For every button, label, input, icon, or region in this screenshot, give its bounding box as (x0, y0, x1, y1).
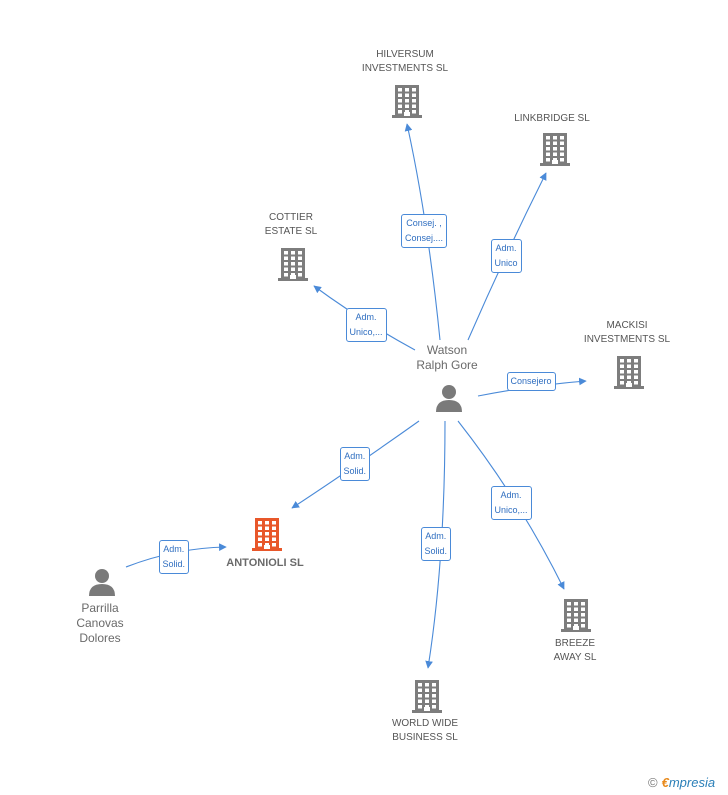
edge-label-watson-to-breeze[interactable]: Adm. Unico,... (490, 486, 532, 520)
node-label-cottier[interactable]: COTTIER ESTATE SL (264, 212, 318, 237)
node-antonioli[interactable] (250, 516, 284, 557)
building-icon (614, 356, 644, 389)
node-label-linkbridge[interactable]: LINKBRIDGE SL (514, 113, 590, 124)
node-parrilla[interactable] (87, 567, 117, 602)
node-label-antonioli[interactable]: ANTONIOLI SL (226, 557, 304, 569)
node-label-watson[interactable]: Watson Ralph Gore (416, 343, 478, 372)
node-cottier[interactable] (276, 246, 310, 287)
node-label-hilversum[interactable]: HILVERSUM INVESTMENTS SL (361, 49, 449, 74)
node-mackisi[interactable] (612, 354, 646, 395)
edge-label-watson-to-mackisi[interactable]: Consejero (506, 371, 556, 391)
building-icon (412, 680, 442, 713)
edge-label-watson-to-cottier[interactable]: Adm. Unico,... (345, 308, 387, 342)
edge-label-watson-to-antonioli[interactable]: Adm. Solid. (339, 447, 371, 481)
person-icon (89, 569, 115, 596)
edge-label-watson-to-worldwide[interactable]: Adm. Solid. (420, 527, 452, 561)
brand-name: mpresia (668, 775, 716, 790)
node-linkbridge[interactable] (538, 131, 572, 172)
node-label-worldwide[interactable]: WORLD WIDE BUSINESS SL (391, 718, 459, 743)
building-icon (278, 248, 308, 281)
edge-label-parrilla-to-antonioli[interactable]: Adm. Solid. (158, 540, 190, 574)
edge-label-watson-to-hilversum[interactable]: Consej. , Consej.... (401, 214, 448, 248)
node-label-mackisi[interactable]: MACKISI INVESTMENTS SL (583, 320, 671, 345)
node-watson[interactable] (434, 383, 464, 418)
building-icon (252, 518, 282, 551)
copyright-symbol: © (648, 775, 658, 790)
building-icon (392, 85, 422, 118)
node-worldwide[interactable] (410, 678, 444, 719)
node-label-parrilla[interactable]: Parrilla Canovas Dolores (76, 600, 124, 645)
node-label-breeze[interactable]: BREEZE AWAY SL (553, 638, 597, 663)
node-breeze[interactable] (559, 597, 593, 638)
edge-label-watson-to-linkbridge[interactable]: Adm. Unico (490, 239, 522, 273)
brand-initial: € (661, 775, 669, 790)
building-icon (540, 133, 570, 166)
footer-brand: ©€mpresia (648, 775, 715, 790)
person-icon (436, 385, 462, 412)
building-icon (561, 599, 591, 632)
node-hilversum[interactable] (390, 83, 424, 124)
